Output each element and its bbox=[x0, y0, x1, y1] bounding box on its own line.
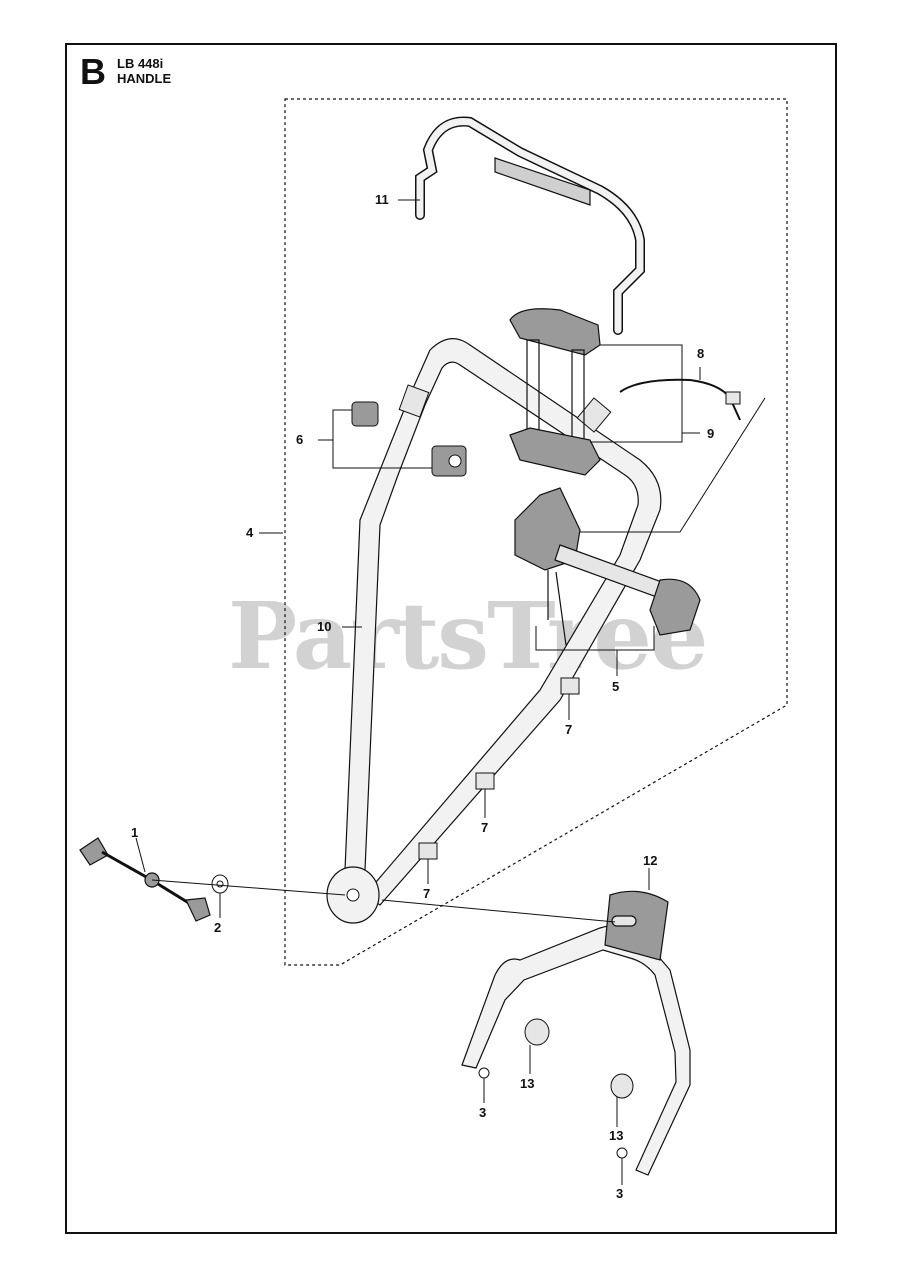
callout-3b: 3 bbox=[616, 1186, 624, 1201]
callout-5: 5 bbox=[612, 679, 620, 694]
part-3-washer-b bbox=[616, 1147, 628, 1159]
part-7-clip-c bbox=[418, 842, 438, 860]
callout-7a: 7 bbox=[565, 722, 573, 737]
callout-10: 10 bbox=[317, 619, 332, 634]
part-9-control-housing bbox=[509, 308, 601, 476]
callout-7c: 7 bbox=[423, 886, 431, 901]
assembly-boundary bbox=[284, 98, 788, 966]
callout-8: 8 bbox=[697, 346, 705, 361]
diagram-title: HANDLE bbox=[117, 71, 172, 86]
part-5-throttle-assembly bbox=[514, 487, 701, 646]
part-10-handle-tube bbox=[344, 338, 662, 906]
part-6-knob-a bbox=[351, 401, 379, 427]
part-2-washer bbox=[211, 874, 229, 894]
leader-lines bbox=[135, 199, 766, 1185]
part-7-clip-b bbox=[475, 772, 495, 790]
callout-1: 1 bbox=[131, 825, 139, 840]
callout-4: 4 bbox=[246, 525, 254, 540]
callout-3a: 3 bbox=[479, 1105, 487, 1120]
callout-13b: 13 bbox=[609, 1128, 624, 1143]
model-name: LB 448i bbox=[117, 56, 164, 71]
part-7-clip-a bbox=[560, 677, 580, 695]
callout-7b: 7 bbox=[481, 820, 489, 835]
callout-2: 2 bbox=[214, 920, 222, 935]
callout-6: 6 bbox=[296, 432, 304, 447]
callout-11: 11 bbox=[375, 192, 389, 207]
part-3-washer-a bbox=[478, 1067, 490, 1079]
part-13-washer-b bbox=[610, 1073, 634, 1099]
section-letter: B bbox=[80, 51, 106, 92]
callout-12: 12 bbox=[643, 853, 658, 868]
sleeve-upper-right bbox=[576, 397, 612, 433]
sleeve-upper-left bbox=[398, 384, 430, 418]
part-13-washer-a bbox=[524, 1018, 550, 1046]
part-8-wire-harness bbox=[619, 378, 741, 421]
callout-9: 9 bbox=[707, 426, 715, 441]
watermark: PartsTree bbox=[228, 582, 708, 690]
diagram-frame bbox=[65, 43, 837, 1234]
part-11-upper-grip bbox=[415, 116, 645, 335]
part-12-lower-frame bbox=[461, 890, 691, 1176]
callout-13a: 13 bbox=[520, 1076, 535, 1091]
part-1-lever-bolt bbox=[79, 837, 211, 922]
